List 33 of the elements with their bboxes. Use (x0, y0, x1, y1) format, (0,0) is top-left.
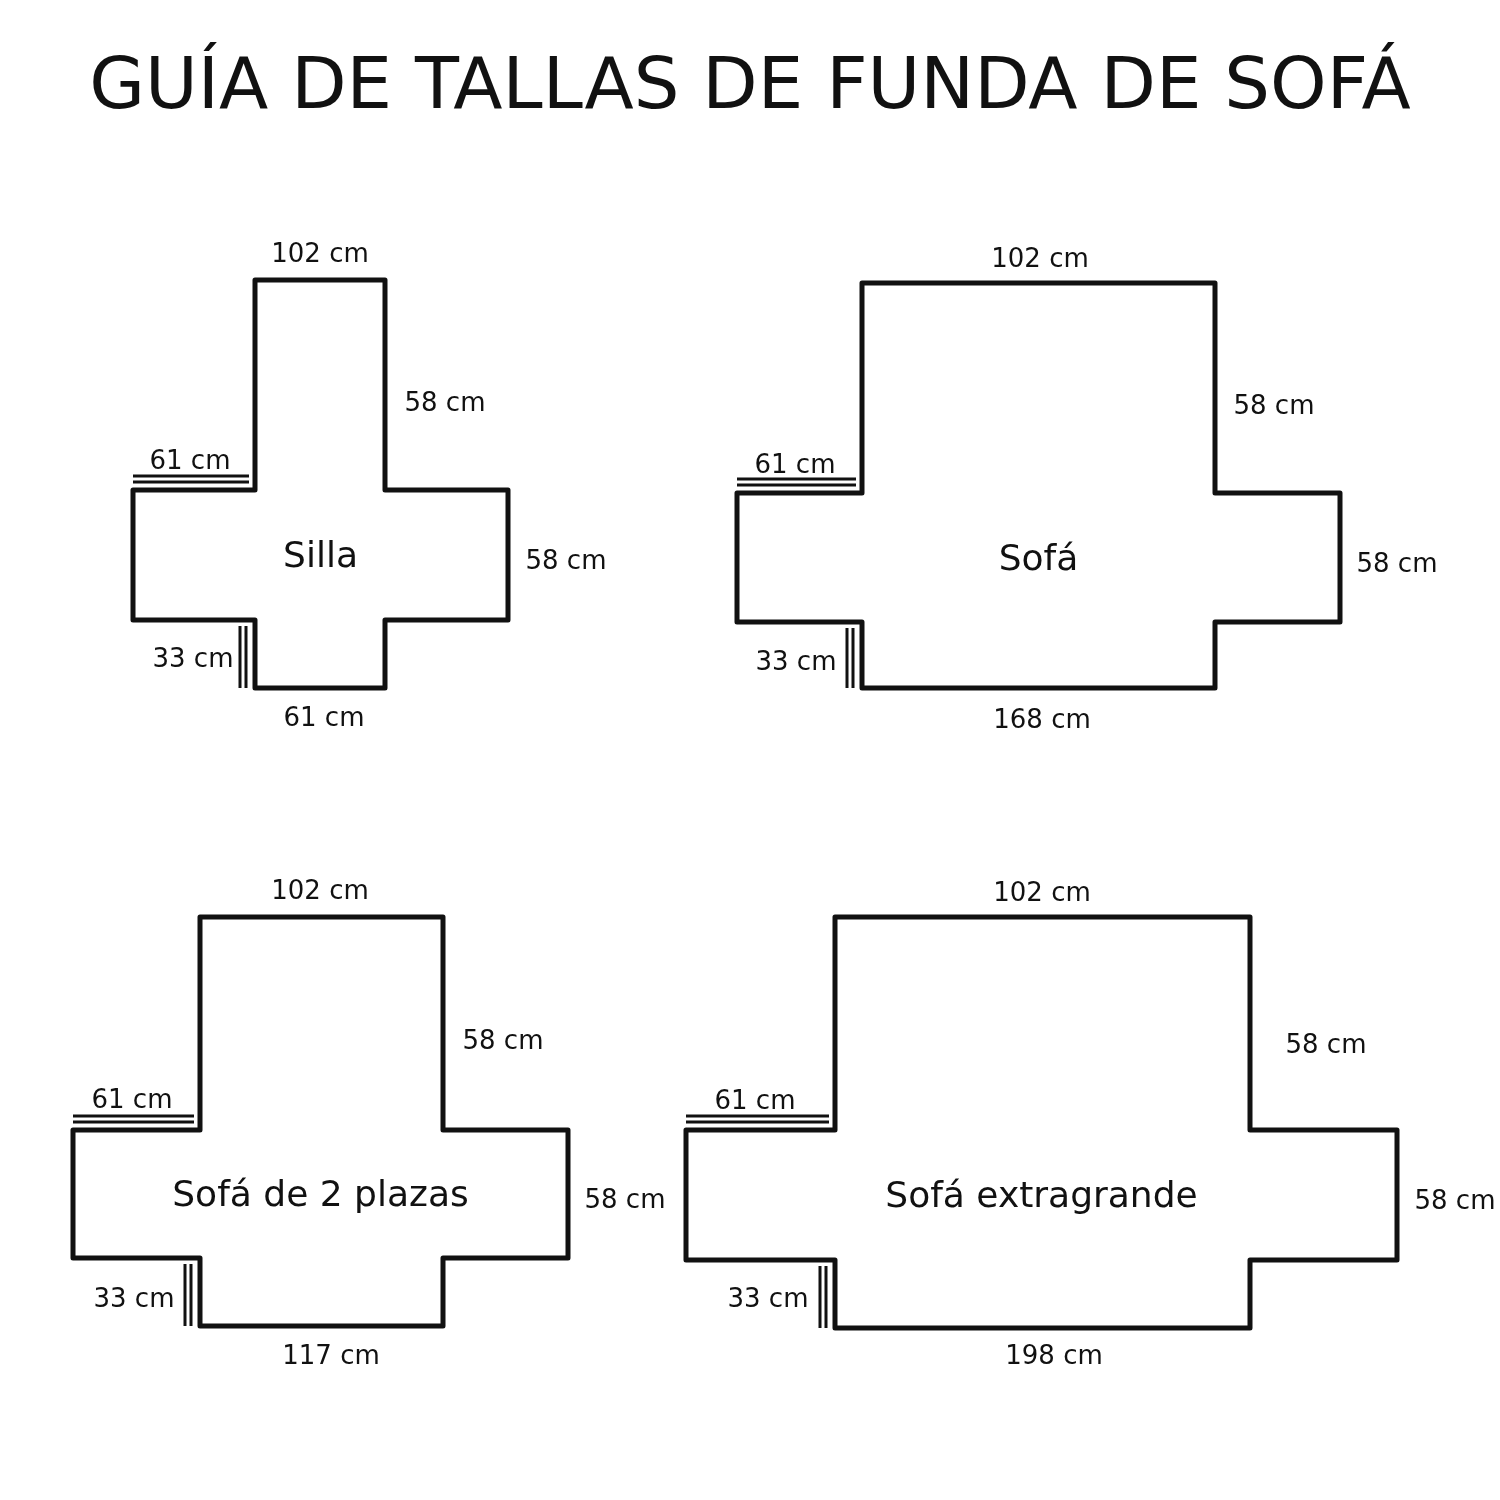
dimension-label: 102 cm (271, 237, 369, 269)
dimension-label: 58 cm (1285, 1028, 1367, 1060)
dimension-label: 33 cm (727, 1282, 809, 1314)
dimension-label: 61 cm (283, 701, 365, 733)
shape-label: Sofá extragrande (885, 1173, 1198, 1217)
shape-label: Sofá de 2 plazas (172, 1172, 469, 1216)
dimension-label: 33 cm (152, 642, 234, 674)
dimension-label: 61 cm (754, 448, 836, 480)
dimension-label: 198 cm (1005, 1339, 1103, 1371)
dimension-label: 58 cm (462, 1024, 544, 1056)
dimension-label: 102 cm (991, 242, 1089, 274)
shape-label: Silla (283, 533, 358, 577)
dimension-label: 168 cm (993, 703, 1091, 735)
title: GUÍA DE TALLAS DE FUNDA DE SOFÁ (88, 40, 1412, 127)
cover-outline-shape (737, 283, 1340, 688)
dimension-label: 61 cm (91, 1083, 173, 1115)
dimension-label: 58 cm (525, 544, 607, 576)
cover-outline-shape (686, 917, 1397, 1328)
dimension-label: 61 cm (714, 1084, 796, 1116)
dimension-label: 58 cm (404, 386, 486, 418)
cover-outline-shape (73, 917, 568, 1326)
dimension-label: 33 cm (93, 1282, 175, 1314)
dimension-label: 102 cm (993, 876, 1091, 908)
dimension-label: 117 cm (282, 1339, 380, 1371)
dimension-label: 33 cm (755, 645, 837, 677)
dimension-label: 102 cm (271, 874, 369, 906)
cover-outline-shape (133, 280, 508, 688)
shape-label: Sofá (998, 535, 1079, 580)
dimension-label: 58 cm (1414, 1184, 1496, 1216)
dimension-label: 58 cm (1356, 547, 1438, 579)
dimension-label: 58 cm (1233, 389, 1315, 421)
dimension-label: 61 cm (149, 444, 231, 476)
dimension-label: 58 cm (584, 1183, 666, 1215)
